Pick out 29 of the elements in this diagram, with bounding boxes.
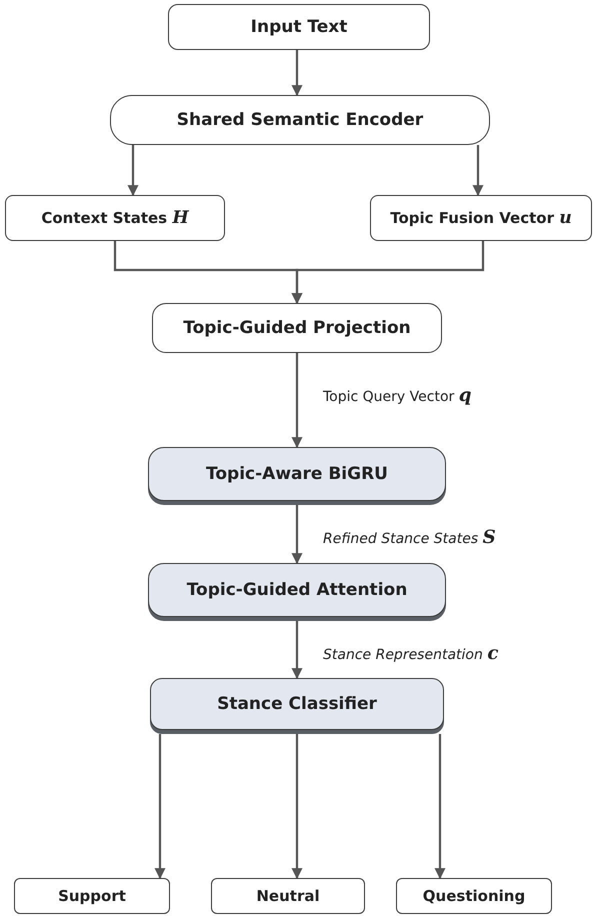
node-label: Questioning [422, 887, 526, 905]
node-label: Context States H [41, 208, 189, 228]
node-label: Topic-Guided Attention [186, 580, 408, 600]
process-box [211, 878, 365, 914]
arrow [292, 353, 302, 448]
arrow [472, 145, 484, 196]
process-box [5, 195, 225, 241]
process-box [14, 878, 170, 914]
arrow [128, 145, 138, 196]
process-box [152, 303, 442, 353]
arrow [292, 505, 302, 564]
arrow [434, 734, 446, 880]
arrow [292, 621, 302, 680]
node-label: Shared Semantic Encoder [176, 110, 424, 130]
process-box [110, 95, 490, 145]
node-label: Stance Classifier [217, 694, 377, 714]
process-box [370, 195, 592, 241]
arrow [292, 241, 484, 304]
node-label: Support [58, 887, 126, 905]
process-box [396, 878, 552, 914]
node-label: Neutral [256, 887, 320, 905]
arrow [292, 734, 302, 880]
node-label: Input Text [250, 17, 348, 37]
process-box [168, 4, 430, 50]
arrow [292, 50, 302, 96]
node-label: Topic-Guided Projection [183, 318, 411, 338]
node-label: Topic Fusion Vector u [390, 208, 572, 228]
arrow [154, 734, 166, 880]
node-label: Topic-Aware BiGRU [206, 464, 388, 484]
